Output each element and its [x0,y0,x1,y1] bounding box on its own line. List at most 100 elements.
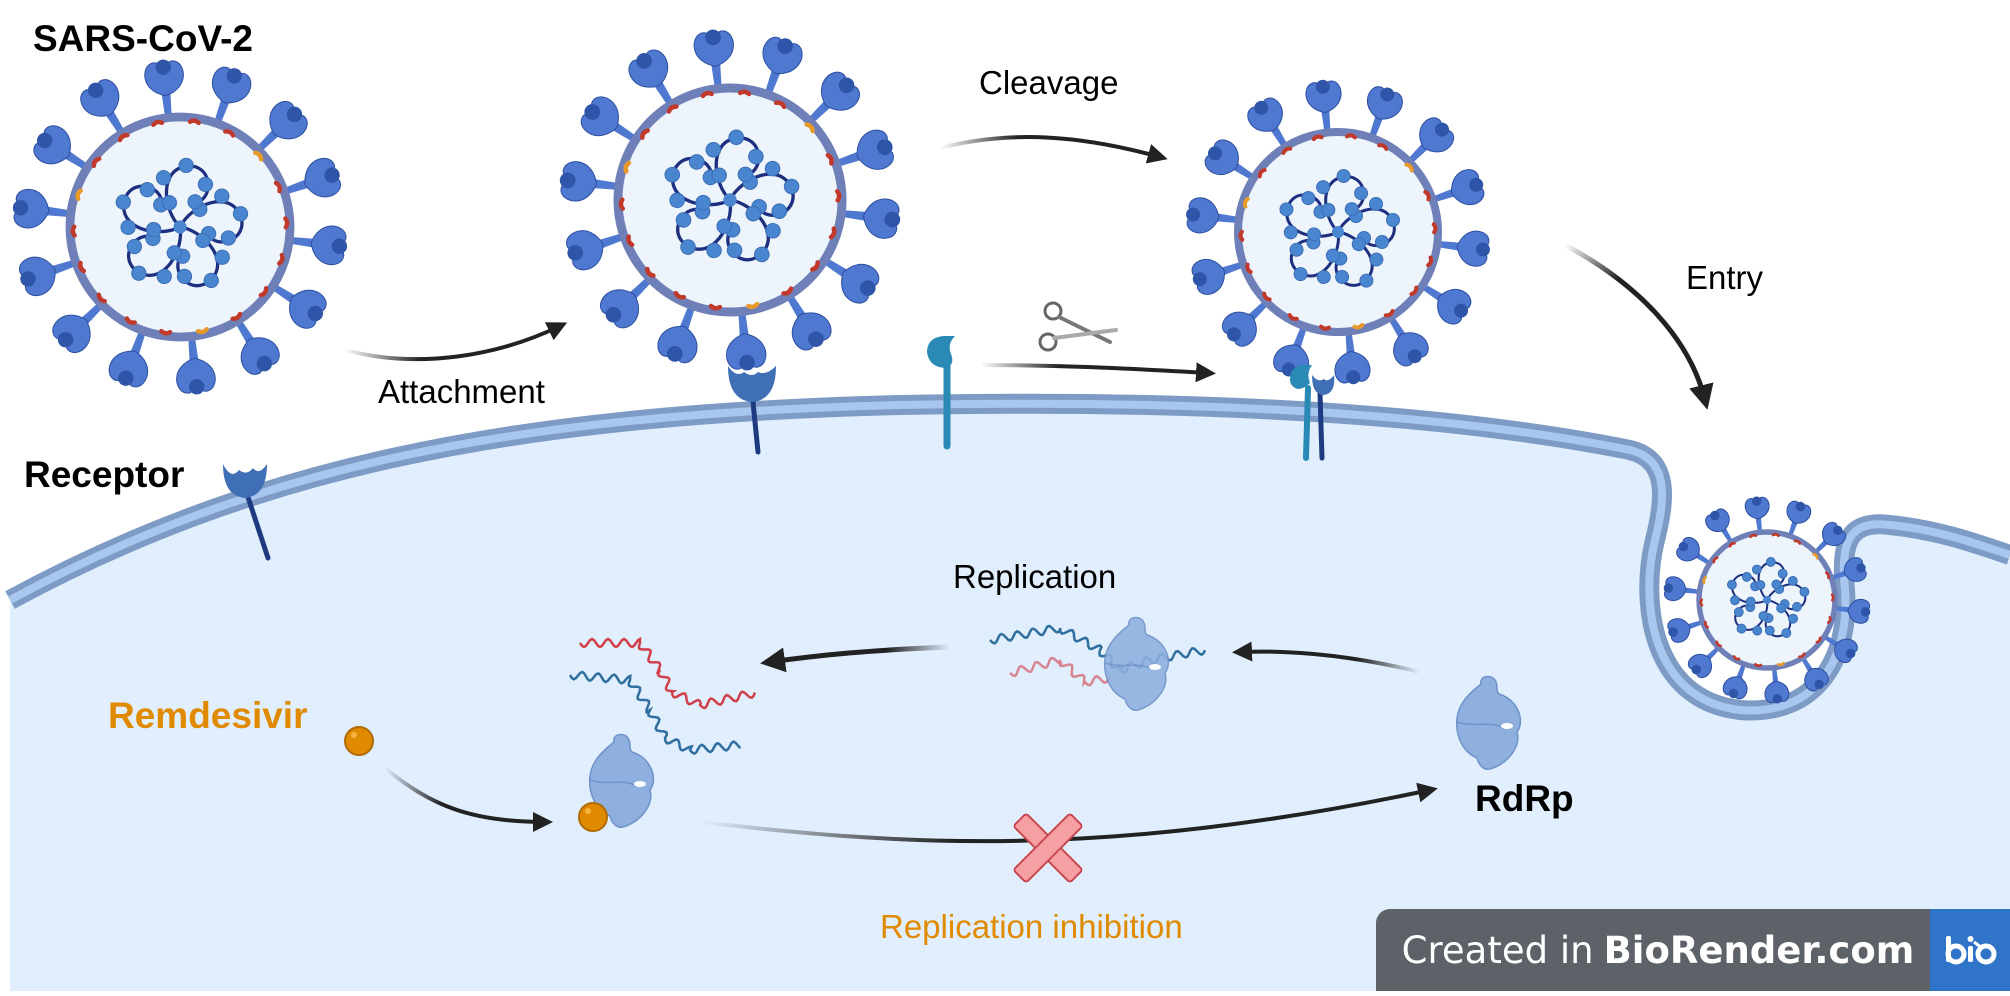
arrow-attachment [344,322,568,362]
spike-protein-icon [1191,259,1245,295]
spike-protein-icon [726,311,767,371]
spike-protein-icon [1431,169,1485,205]
virus-endocytosed-icon [1663,496,1871,704]
arrows [344,135,1714,844]
spike-protein-icon [1722,663,1748,700]
spike-protein-icon [144,59,184,118]
spike-protein-icon [19,256,77,297]
arrow-cleavage [939,135,1168,164]
spike-protein-icon [234,318,280,375]
receptor-icon [223,464,271,561]
spike-protein-icon [176,336,216,395]
arrow-remdesivir [383,766,553,832]
rna-strand-template [568,670,742,756]
receptors [223,336,1335,561]
spike-protein-icon [1407,117,1455,164]
spike-protein-icon [1786,500,1812,537]
spike-protein-icon [807,71,861,124]
spike-protein-icon [566,230,626,271]
spike-protein-icon [1764,667,1790,704]
virus-cleaved-icon [1186,79,1490,385]
spike-protein-icon [212,66,252,125]
spike-protein-icon [108,329,148,388]
label-rdrp: RdRp [1475,778,1574,819]
biorender-logo-icon [1930,909,2010,991]
credit-prefix: Created in [1401,928,1594,972]
drug-molecule-icon [344,726,374,756]
spike-protein-icon [693,29,734,89]
spike-protein-icon [256,100,308,153]
label-cleavage: Cleavage [979,64,1119,101]
spike-protein-icon [657,304,698,364]
spike-protein-icon [1305,79,1342,133]
credit-brand: BioRender.com [1603,928,1915,972]
host-cell [5,393,2010,991]
rna-strands [568,624,1207,756]
spike-protein-icon [33,125,90,171]
spike-protein-icon [1744,496,1770,533]
spike-protein-icon [1420,283,1472,325]
label-receptor: Receptor [24,454,185,495]
spike-protein-icon [785,293,832,351]
spike-protein-icon [1221,300,1269,347]
rdrp-enzyme-icon [1455,675,1522,770]
label-entry: Entry [1686,259,1764,296]
spike-protein-icon [1830,557,1867,582]
spike-protein-icon [283,157,341,198]
receptor-bound-icon [728,366,776,455]
spike-protein-icon [1204,139,1256,181]
arrow-replication-right [1232,641,1421,674]
cell-membrane-core [8,399,2010,715]
inhibition-cross-icon [1013,813,1083,883]
virus-attached-icon [559,29,901,371]
spike-protein-icon [270,283,327,329]
spike-protein-icon [822,257,880,304]
spike-protein-icon [288,225,348,266]
spike-protein-icon [840,198,901,239]
spike-protein-icon [762,36,803,96]
spike-protein-icon [1800,656,1829,692]
spike-protein-icon [80,79,126,136]
protease-icon [927,336,955,450]
spike-protein-icon [1667,618,1704,643]
label-replication-inhibition: Replication inhibition [880,908,1183,945]
spike-protein-icon [1247,97,1289,149]
drug-molecule-bound-icon [578,802,608,832]
spike-protein-icon [1834,598,1871,624]
spike-protein-icon [1663,576,1700,602]
spike-protein-icon [628,49,675,107]
scissors-icon [1038,301,1118,352]
protease-bound-icon [1290,365,1335,461]
biorender-credit-badge[interactable]: Created in BioRender.com [1376,909,2010,991]
spike-protein-icon [1705,508,1734,544]
spike-protein-icon [1814,521,1847,554]
enzymes [588,616,1522,828]
spike-protein-icon [1186,197,1240,234]
spike-protein-icon [834,129,894,170]
arrow-replication-left [760,644,951,673]
label-replication: Replication [953,558,1117,595]
spike-protein-icon [559,161,620,202]
arrow-entry [1563,242,1714,410]
label-attachment: Attachment [378,373,545,410]
spike-protein-icon [1676,536,1711,566]
arrow-inhibited-to-rdrp [699,782,1438,844]
spike-protein-icon [1687,646,1720,679]
rna-strand-positive [578,636,757,710]
spike-protein-icon [1367,86,1403,139]
cytoplasm [10,403,2010,991]
spike-protein-icon [1823,634,1858,664]
label-remdesivir: Remdesivir [108,695,308,736]
spike-protein-icon [52,301,104,354]
spike-protein-icon [599,276,653,329]
virus-free-icon [12,59,348,395]
spike-protein-icon [1436,230,1490,267]
figure-title: SARS-CoV-2 [33,18,253,59]
rdrp-enzyme-replicating-icon [1103,616,1170,711]
spike-protein-icon [1387,315,1429,367]
arrow-to-protease [979,362,1216,383]
credit-text: Created in BioRender.com [1376,909,1930,991]
spike-protein-icon [580,96,638,143]
